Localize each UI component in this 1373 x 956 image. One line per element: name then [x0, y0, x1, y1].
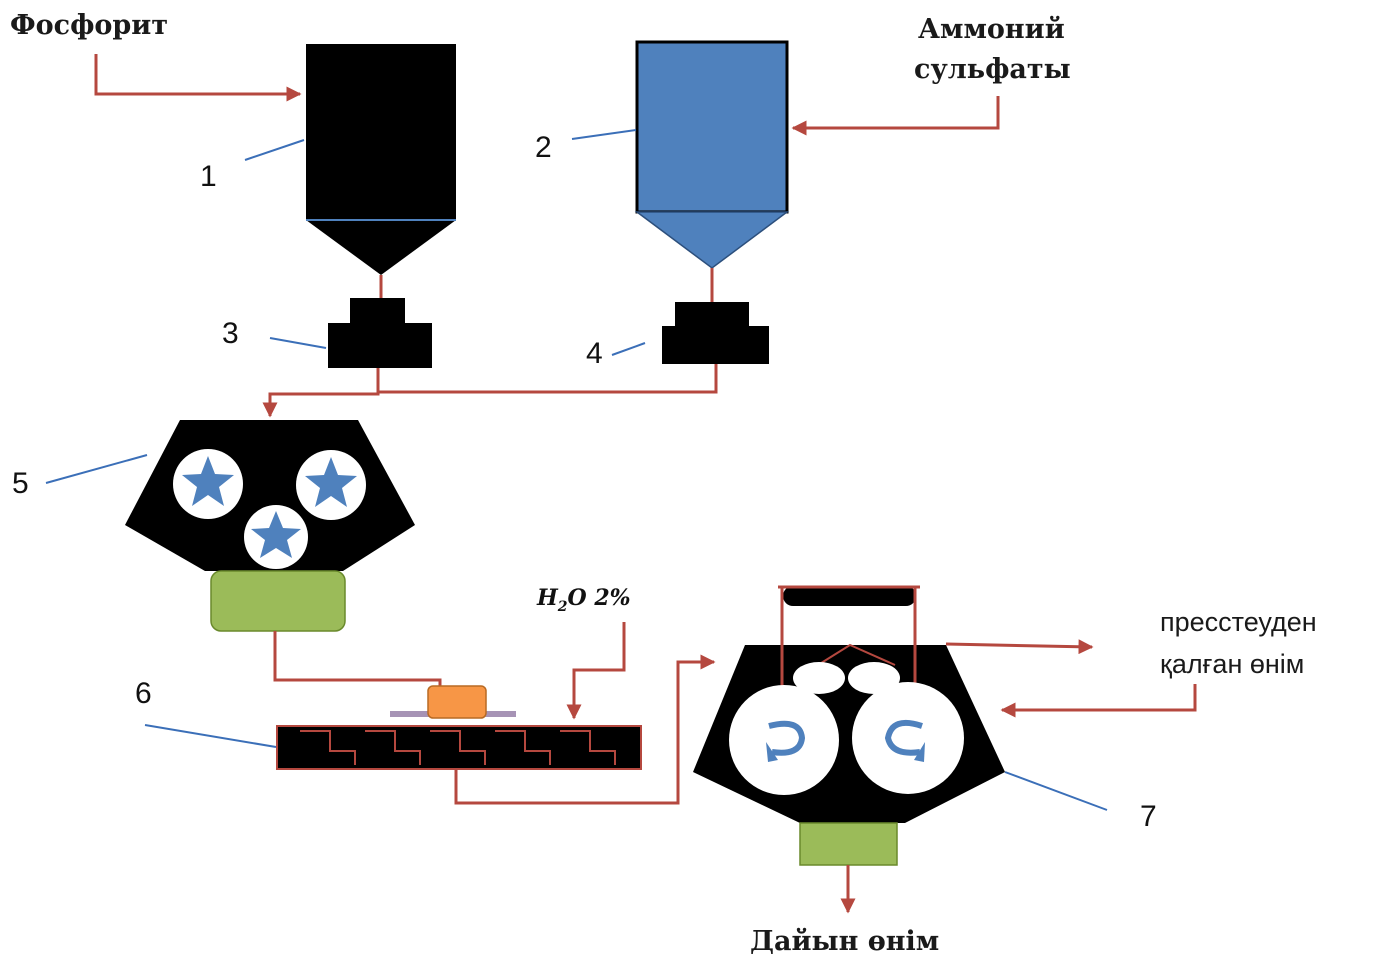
number-1: 1: [200, 160, 217, 193]
number-3: 3: [222, 317, 239, 350]
ammonium-label-line1: Аммоний: [918, 14, 1065, 45]
press-discharge-box: [799, 822, 898, 866]
feeder-4-to-mixer-line: [378, 364, 718, 394]
leader-line-3: [269, 337, 327, 349]
mixer-discharge-box: [210, 570, 346, 632]
press-7: [693, 585, 1005, 823]
number-6: 6: [135, 677, 152, 710]
ammonium-label-line2: сульфаты: [914, 54, 1071, 85]
water-symbol: H: [536, 585, 559, 611]
product-label: Дайын өнім: [750, 926, 939, 956]
leader-line-2: [571, 129, 637, 140]
rotation-arrow-icon: [766, 742, 778, 762]
conveyor-feed-box: [427, 685, 487, 719]
star-icon: [305, 457, 357, 507]
recycle-label-line2: қалған өнім: [1160, 649, 1304, 679]
recycle-out-arrow: [945, 639, 1094, 655]
conveyor-6: [276, 685, 642, 770]
rotation-arrow-icon: [884, 720, 923, 756]
leader-line-7: [1004, 771, 1108, 811]
star-icon: [182, 456, 234, 506]
phosphorite-label: Фосфорит: [10, 10, 168, 41]
leader-line-5: [45, 454, 148, 484]
leader-line-6: [144, 724, 277, 748]
water-feed-arrow: [566, 622, 626, 720]
conveyor-to-press-line: [454, 654, 716, 805]
mixer-5: [125, 420, 415, 571]
feeder-to-mixer-line: [262, 368, 380, 418]
recycle-label-line1: пресстеуден: [1160, 607, 1317, 637]
phosphorite-feed-arrow: [94, 54, 302, 102]
water-label: H2O 2%: [536, 585, 631, 615]
star-icon: [251, 511, 301, 558]
number-5: 5: [12, 467, 29, 500]
ammonium-sulfate-hopper: [634, 40, 790, 269]
rotation-arrow-icon: [914, 742, 925, 762]
ammonium-feed-arrow: [791, 96, 1000, 136]
water-subscript: 2: [557, 599, 568, 615]
mixer-to-conveyor-line: [273, 631, 442, 688]
leader-line-4: [611, 342, 646, 356]
feeder-3: [328, 298, 432, 368]
water-concentration: O 2%: [568, 585, 631, 611]
number-7: 7: [1140, 800, 1157, 833]
recycle-in-arrow: [1000, 684, 1197, 718]
rotation-arrow-icon: [768, 720, 806, 756]
number-2: 2: [535, 131, 552, 164]
phosphorite-hopper: [306, 44, 456, 275]
feeder-4: [662, 302, 769, 364]
leader-line-1: [244, 139, 305, 161]
number-4: 4: [586, 337, 603, 370]
